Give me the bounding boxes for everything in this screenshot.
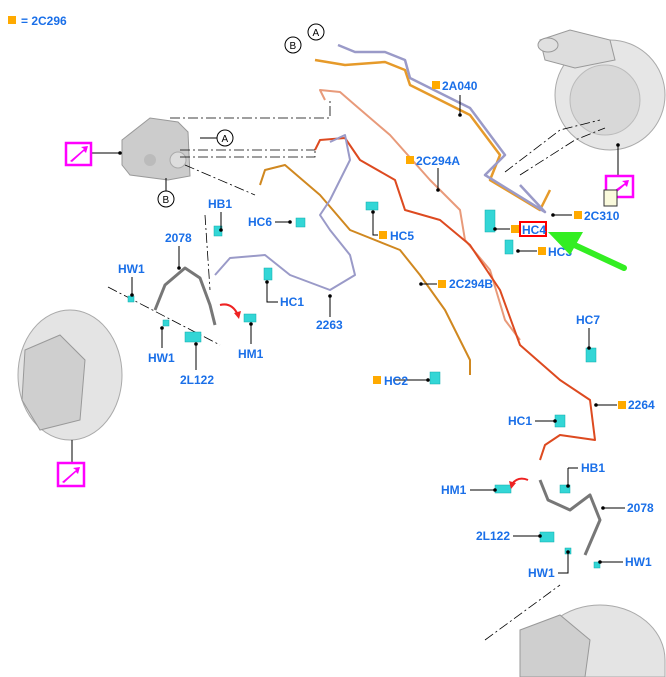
label-HC4[interactable]: HC4 <box>493 221 547 237</box>
label-2078-left[interactable]: 2078 <box>165 231 192 270</box>
callout-booster[interactable] <box>603 143 635 207</box>
pipe-2C294B <box>259 164 471 375</box>
svg-text:HB1: HB1 <box>581 461 605 475</box>
svg-text:HW1: HW1 <box>528 566 555 580</box>
hose-2078-right <box>538 479 602 556</box>
rotate-arrow-head <box>234 311 241 319</box>
hose-2078-left <box>153 266 217 326</box>
label-2C294B[interactable]: 2C294B <box>419 277 493 291</box>
abs-module[interactable] <box>121 117 191 181</box>
front-right-brake[interactable] <box>519 604 666 677</box>
brake-pipes <box>153 43 602 556</box>
callout-arrow-icon <box>70 146 88 162</box>
svg-text:2C310: 2C310 <box>584 209 620 223</box>
callout-front-left[interactable] <box>56 440 86 488</box>
svg-text:HC5: HC5 <box>390 229 414 243</box>
label-2263[interactable]: 2263 <box>316 294 343 332</box>
pipe-2264 <box>314 137 596 461</box>
label-HW1-left-top[interactable]: HW1 <box>118 262 145 297</box>
label-HW1-left-bottom[interactable]: HW1 <box>148 326 175 365</box>
legend-marker <box>8 16 16 24</box>
legend-text: = 2C296 <box>21 14 67 28</box>
label-2A040[interactable]: 2A040 <box>432 79 478 117</box>
label-HC1-right[interactable]: HC1 <box>508 414 557 428</box>
svg-text:A: A <box>313 28 320 39</box>
circle-ref-B-top: B <box>284 36 302 54</box>
clips <box>127 201 601 569</box>
svg-text:2L122: 2L122 <box>476 529 510 543</box>
label-2L122-right[interactable]: 2L122 <box>476 529 542 543</box>
brake-booster[interactable] <box>537 29 666 151</box>
svg-text:HC1: HC1 <box>280 295 304 309</box>
pointer-arrow-icon <box>548 232 627 271</box>
label-HC7[interactable]: HC7 <box>576 313 600 350</box>
svg-text:HW1: HW1 <box>625 555 652 569</box>
svg-text:HC7: HC7 <box>576 313 600 327</box>
circle-ref-B-abs: B <box>157 178 175 208</box>
pipe-2263 <box>214 134 356 291</box>
svg-text:2264: 2264 <box>628 398 655 412</box>
svg-text:2C294A: 2C294A <box>416 154 460 168</box>
label-HC1-left[interactable]: HC1 <box>265 280 304 309</box>
svg-text:2A040: 2A040 <box>442 79 478 93</box>
label-HM1-left[interactable]: HM1 <box>238 322 264 361</box>
callout-arrow-icon <box>62 467 80 483</box>
svg-text:A: A <box>222 134 229 145</box>
label-HC2[interactable]: HC2 <box>373 374 430 388</box>
pipe-2C294A <box>319 89 521 341</box>
label-2C294A[interactable]: 2C294A <box>406 154 460 192</box>
callout-abs[interactable] <box>64 141 122 167</box>
svg-text:B: B <box>290 41 297 52</box>
rotate-arrow-head <box>509 481 516 489</box>
label-2264[interactable]: 2264 <box>594 398 655 412</box>
guide-lines <box>107 100 606 641</box>
label-2L122-left[interactable]: 2L122 <box>180 342 214 387</box>
callout-arrow-icon <box>615 180 629 192</box>
label-HC6[interactable]: HC6 <box>248 215 292 229</box>
svg-text:HC4: HC4 <box>522 223 546 237</box>
label-2078-right[interactable]: 2078 <box>601 501 654 515</box>
svg-text:HC1: HC1 <box>508 414 532 428</box>
svg-text:2078: 2078 <box>627 501 654 515</box>
pipe-2A040-blue <box>337 43 547 214</box>
svg-text:HC6: HC6 <box>248 215 272 229</box>
svg-text:2078: 2078 <box>165 231 192 245</box>
label-HB1-left[interactable]: HB1 <box>208 197 232 232</box>
svg-text:HB1: HB1 <box>208 197 232 211</box>
svg-text:HW1: HW1 <box>118 262 145 276</box>
svg-text:2C294B: 2C294B <box>449 277 493 291</box>
label-HW1-right-right[interactable]: HW1 <box>598 555 652 569</box>
svg-text:HM1: HM1 <box>441 483 467 497</box>
front-left-brake[interactable] <box>17 309 123 441</box>
circle-ref-A-abs: A <box>200 129 234 147</box>
svg-text:HW1: HW1 <box>148 351 175 365</box>
label-HC5[interactable]: HC5 <box>371 210 414 243</box>
label-HM1-right[interactable]: HM1 <box>441 483 497 497</box>
svg-text:2263: 2263 <box>316 318 343 332</box>
svg-text:B: B <box>163 195 170 206</box>
svg-text:HC2: HC2 <box>384 374 408 388</box>
pipe-2A040-orange <box>314 58 552 212</box>
label-2C310[interactable]: 2C310 <box>551 209 620 223</box>
svg-text:2L122: 2L122 <box>180 373 214 387</box>
label-HB1-right[interactable]: HB1 <box>566 461 605 488</box>
label-HW1-right-left[interactable]: HW1 <box>528 550 570 580</box>
circle-ref-A-top: A <box>307 23 325 41</box>
svg-text:HM1: HM1 <box>238 347 264 361</box>
